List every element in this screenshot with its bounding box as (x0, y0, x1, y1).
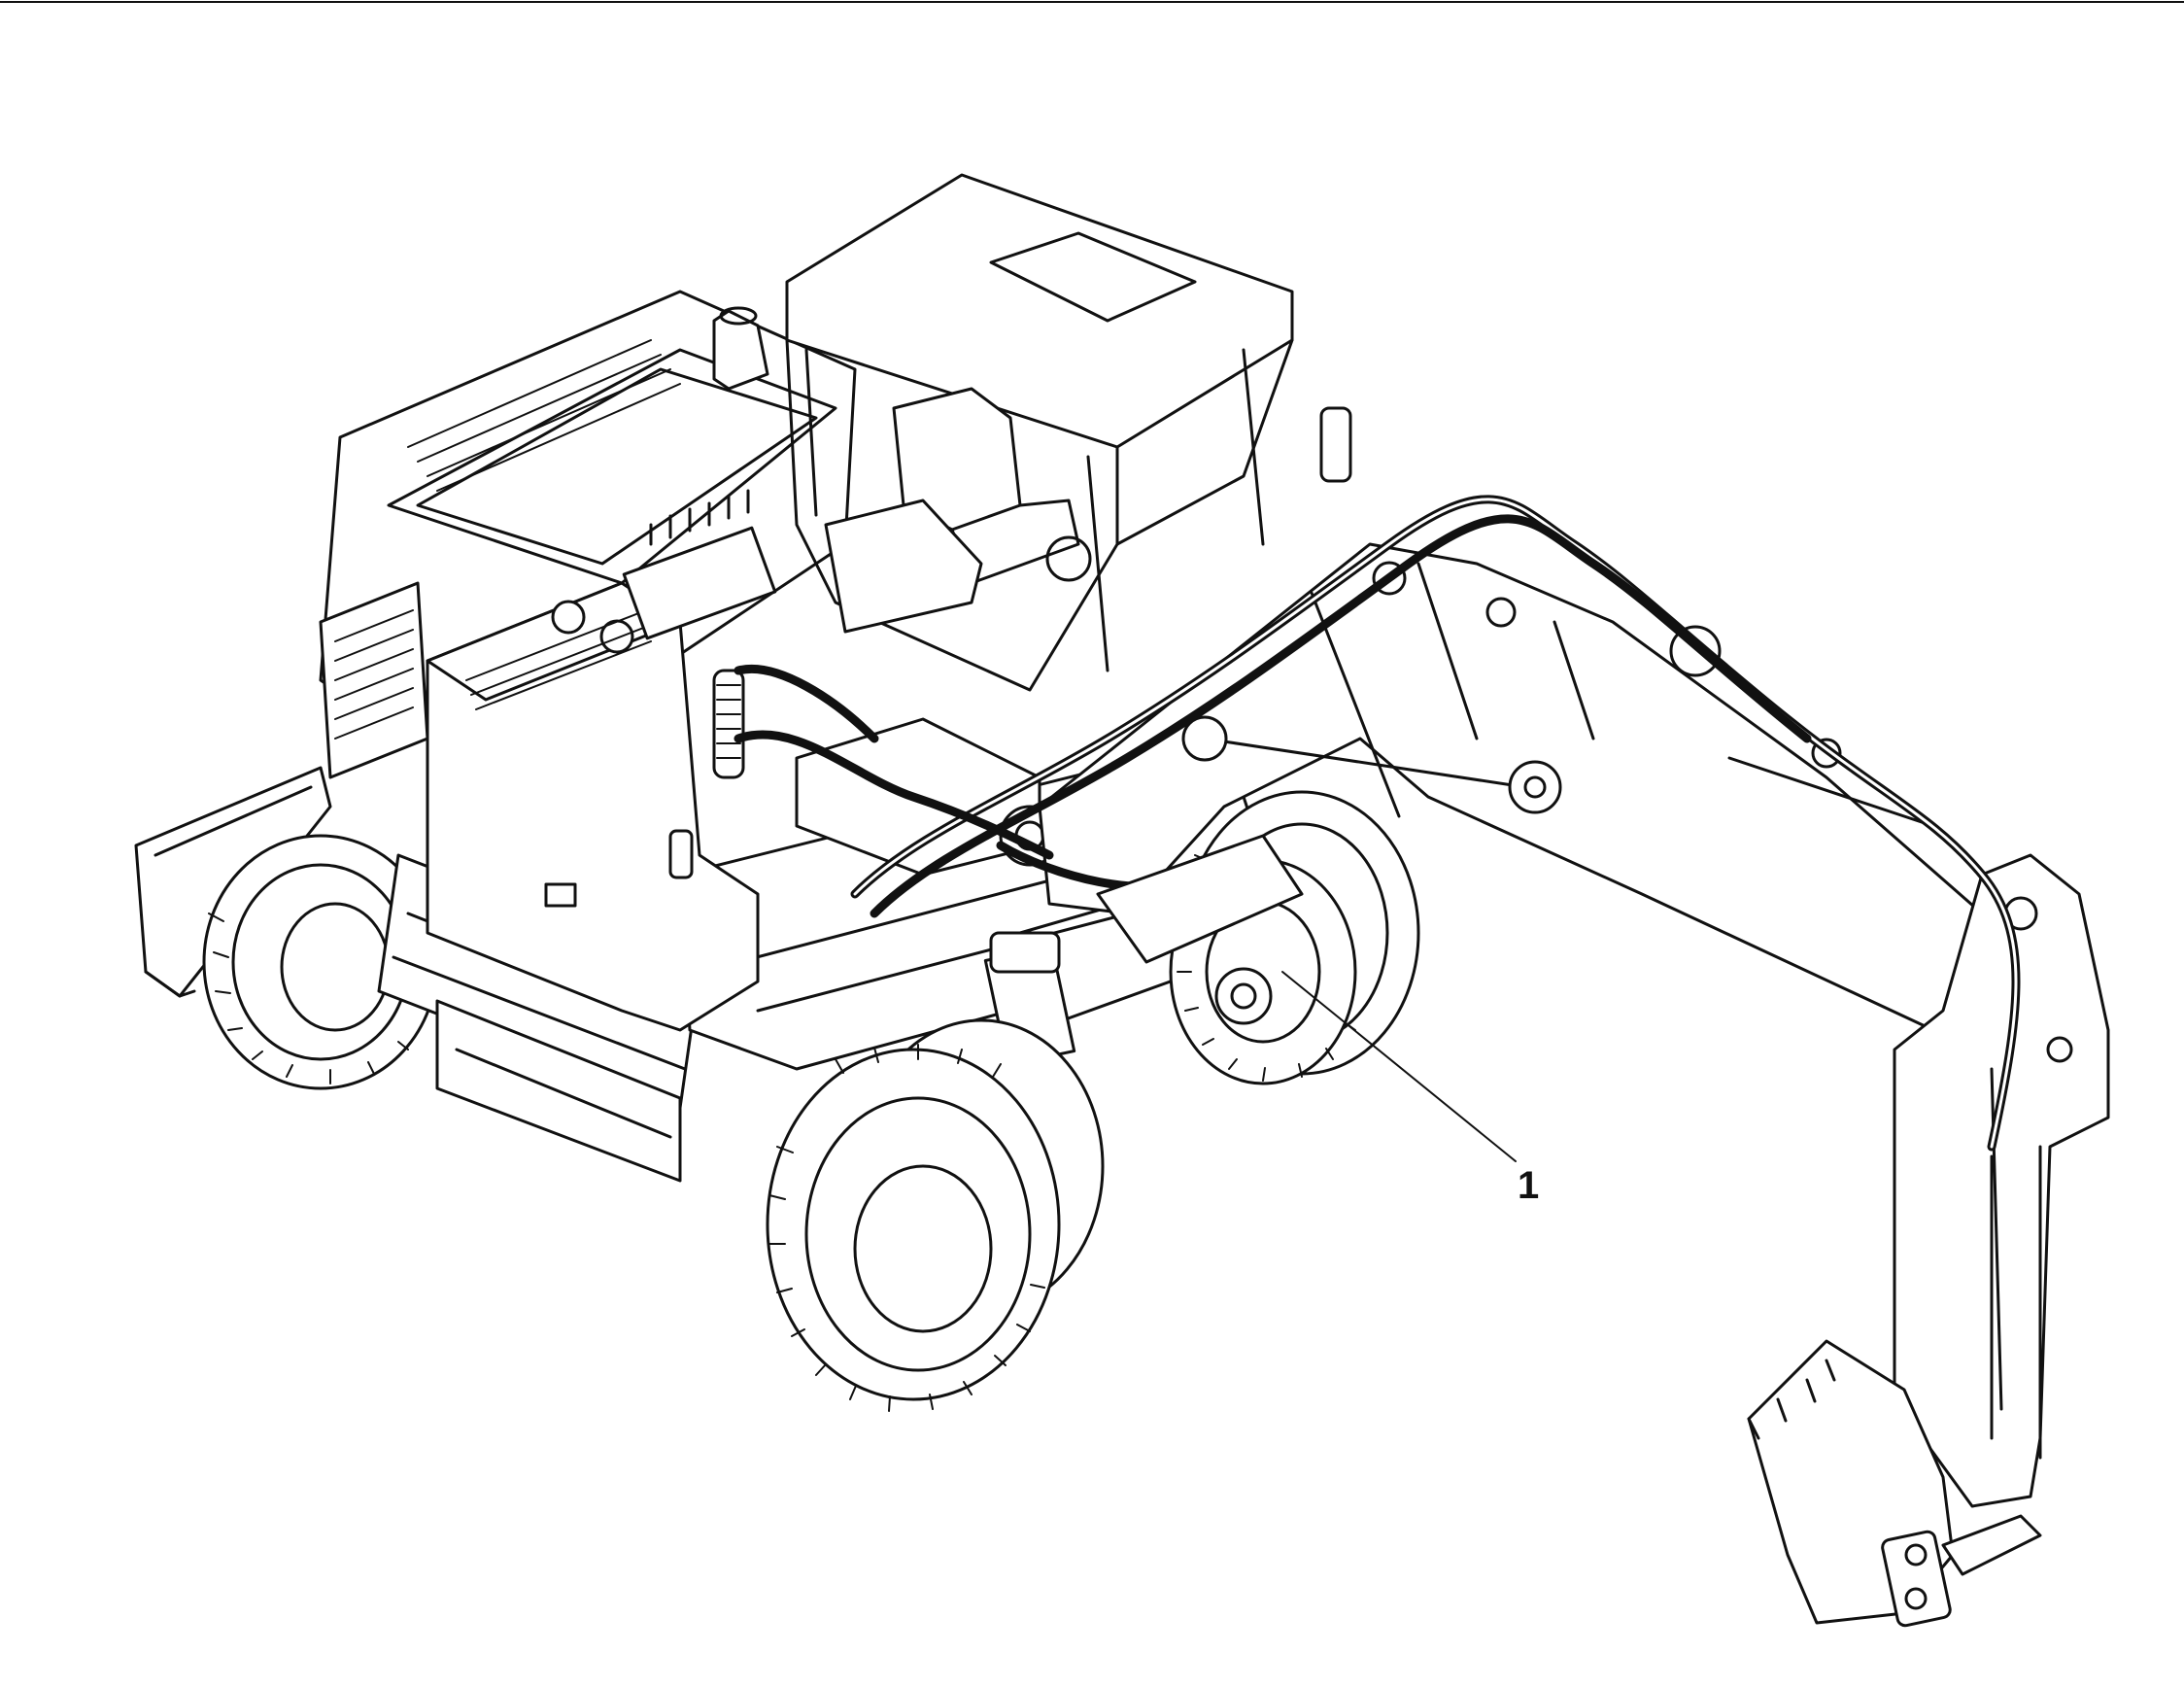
exhaust-pipe (712, 306, 769, 391)
front-axle (1096, 834, 1304, 1025)
bucket-cylinder (1990, 1145, 2042, 1460)
front-left-wheel (766, 1018, 1105, 1412)
hydraulic-tank (426, 581, 760, 1032)
callout-1-label: 1 (1518, 1164, 1540, 1207)
callout-1-leader (1281, 971, 1517, 1162)
engine-housing (319, 290, 857, 779)
rear-left-wheel (202, 834, 439, 1090)
dipper-arm (1893, 853, 2110, 1508)
boom-cylinder (1181, 715, 1562, 814)
operator-cab (785, 173, 1352, 692)
bucket (1747, 1339, 2042, 1628)
control-valve-block (622, 489, 777, 779)
hydraulic-hoses (734, 495, 2021, 1152)
